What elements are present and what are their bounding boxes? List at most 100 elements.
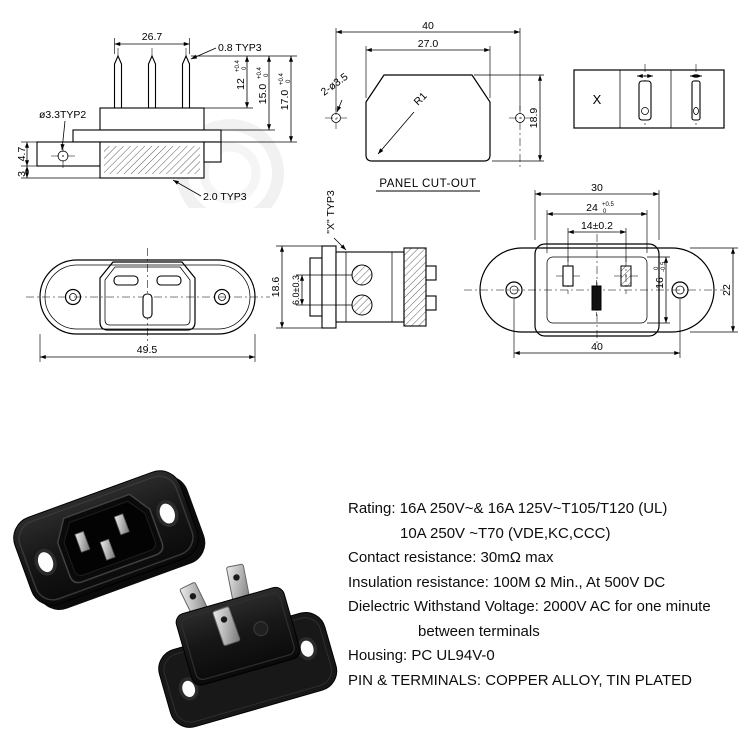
spec-rating: Rating: 16A 250V~& 16A 125V~T105/T120 (U… <box>348 500 668 517</box>
dim-label-12: 12 <box>235 78 247 90</box>
panel-cutout-caption: PANEL CUT-OUT <box>379 178 476 190</box>
cutout-shape <box>325 74 531 170</box>
dim-pin-span: 26.7 <box>114 31 190 54</box>
drawing-front-view: 49.5 <box>26 248 270 362</box>
slot-right <box>156 275 182 286</box>
drawing-rear-view: 30 24 +0.5 0 14±0.2 16 0 -0.5 <box>464 182 738 358</box>
rear-block <box>403 247 427 327</box>
dim-label-18-9: 18.9 <box>528 108 540 129</box>
spec-rating-2: 10A 250V ~T70 (VDE,KC,CCC) <box>400 524 611 542</box>
connector-body-profile <box>36 107 222 179</box>
dim-label-40-rear: 40 <box>591 341 603 353</box>
profile-label: "X" TYP3 <box>325 190 347 251</box>
dim-label-49-5: 49.5 <box>137 344 158 356</box>
dim-inner-height-16: 16 0 -0.5 <box>647 256 670 324</box>
dim-depth: 6.0±0.3 <box>291 274 352 306</box>
dim-pin-pitch-14: 14±0.2 <box>567 220 627 262</box>
dim-radius-r1: R1 <box>377 90 430 155</box>
product-photos <box>13 470 338 728</box>
dim-hole-span-40: 40 <box>335 20 521 111</box>
specifications: Rating: 16A 250V~& 16A 125V~T105/T120 (U… <box>348 497 750 693</box>
rear-body <box>534 243 660 337</box>
spec-insulation-resistance: Insulation resistance: 100M Ω Min., At 5… <box>348 573 666 591</box>
mounting-hole-right <box>213 288 231 306</box>
dim-label-0-8: 0.8 TYP3 <box>218 42 262 54</box>
dim-label-4-7: 4.7 <box>16 147 28 162</box>
dim-label-14: 14±0.2 <box>581 220 613 232</box>
drawing-pin-detail: X <box>573 64 725 129</box>
spec-contact-resistance: Contact resistance: 30mΩ max <box>348 549 554 566</box>
dim-cutout-width-27: 27.0 <box>365 38 491 98</box>
tol-top: 0 <box>654 266 660 270</box>
mounting-hole-left <box>64 288 82 306</box>
dim-label-27: 27.0 <box>418 38 439 50</box>
slot-ground <box>142 293 153 319</box>
dim-front-width: 49.5 <box>39 334 256 362</box>
dim-body-width-30: 30 <box>534 182 660 240</box>
dim-cutout-height-18-9: 18.9 <box>474 74 544 162</box>
tol-bot: 0 <box>242 66 248 70</box>
dim-mounting-hole: ø3.3TYP2 <box>39 109 86 151</box>
cutout-caption: PANEL CUT-OUT <box>376 178 480 192</box>
dim-left-heights: 4.7 3 <box>16 141 100 179</box>
dim-flange-height-22: 22 <box>690 247 738 333</box>
dim-label-2-0: 2.0 TYP3 <box>203 191 247 203</box>
terminal-side-2 <box>351 294 373 316</box>
pin-ground <box>591 285 602 311</box>
photo-hole-left <box>34 548 57 576</box>
socket-face <box>99 261 196 331</box>
tol-top: +0.4 <box>235 59 241 72</box>
dim-label-15: 15.0 <box>257 84 269 105</box>
dim-holes-2xd3-5: 2-ø3.5 <box>319 71 351 113</box>
dim-label-24: 24 <box>586 202 598 214</box>
photo-connector-rear <box>158 563 338 728</box>
tol-top: +0.5 <box>602 202 615 208</box>
dim-pin-thickness: 0.8 TYP3 <box>190 42 262 60</box>
dim-label-2-o3-5: 2-ø3.5 <box>319 71 351 99</box>
dim-face-height: 18.6 <box>270 245 322 329</box>
dim-label-r1: R1 <box>412 90 430 108</box>
tol-top: +0.4 <box>257 66 263 79</box>
dim-label-17: 17.0 <box>279 90 291 111</box>
dim-label-3-3: ø3.3TYP2 <box>39 109 86 121</box>
dim-pin-lengths: 12 +0.4 0 15.0 +0.4 0 17.0 +0.4 0 <box>191 55 297 143</box>
photo-connector-front <box>13 470 206 610</box>
profile-body <box>309 245 437 329</box>
dim-label-18-6: 18.6 <box>270 277 282 298</box>
spec-dielectric-2: between terminals <box>418 622 540 640</box>
photo-pin-left <box>74 530 91 553</box>
photo-hole-right <box>156 500 179 527</box>
dim-hole-span-40: 40 <box>513 299 681 358</box>
tol-bot: 0 <box>286 79 292 83</box>
tol-bot: 0 <box>264 73 270 77</box>
tol-bot: -0.5 <box>661 261 667 272</box>
photo-terminal-center <box>212 606 241 646</box>
dim-label-6-0: 6.0±0.3 <box>291 275 301 305</box>
photo-hole <box>178 677 199 701</box>
detail-box <box>573 69 725 129</box>
spec-dielectric: Dielectric Withstand Voltage: 2000V AC f… <box>348 598 711 615</box>
spec-housing: Housing: PC UL94V-0 <box>348 647 495 664</box>
photo-pin-right <box>113 513 130 536</box>
slot-left <box>113 275 139 286</box>
photo-socket-recess <box>63 500 157 576</box>
label-x-typ3: "X" TYP3 <box>325 190 337 234</box>
pin-section-front <box>637 64 653 126</box>
dim-label-30: 30 <box>591 182 603 194</box>
dim-label-26-7: 26.7 <box>142 31 163 43</box>
connector-pins <box>113 48 191 116</box>
dim-label-40: 40 <box>422 20 434 32</box>
pin-right <box>620 265 632 287</box>
pin-left <box>562 265 574 287</box>
photo-pin-ground <box>99 538 116 561</box>
pin-section-side <box>690 64 702 126</box>
drawing-panel-cutout: 40 27.0 18.9 2-ø3.5 R1 PANEL CUT-OUT <box>319 20 544 192</box>
tol-top: +0.4 <box>279 72 285 85</box>
mounting-hole-right <box>671 281 689 299</box>
drawing-side-profile: "X" TYP3 18.6 6.0±0.3 <box>270 190 437 329</box>
tol-bot: 0 <box>603 209 607 215</box>
dim-label-16: 16 <box>654 277 666 289</box>
dim-label-22: 22 <box>721 284 733 296</box>
detail-x-label: X <box>593 92 602 107</box>
